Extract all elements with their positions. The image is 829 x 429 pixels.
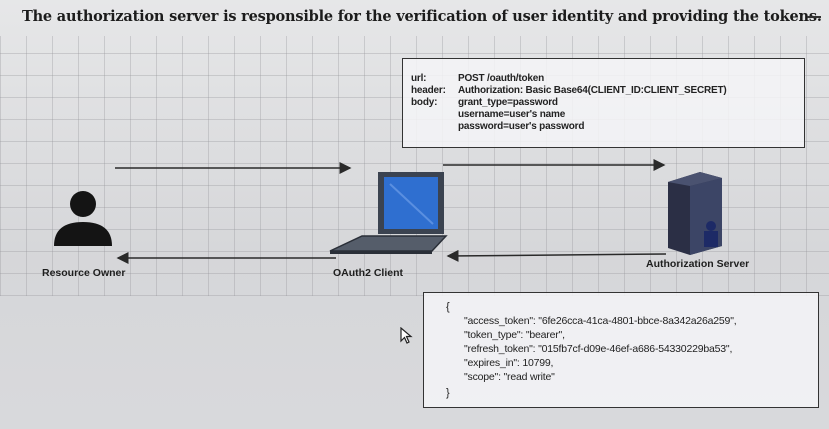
person-icon [54,191,112,246]
request-url-value: POST /oauth/token [458,73,545,84]
response-line: "expires_in": 10799, [464,357,554,369]
label-resource-owner: Resource Owner [42,267,126,279]
request-body-line: grant_type=password [458,97,558,108]
server-icon [668,172,722,255]
arrow-server-to-client [446,249,667,262]
request-body-line: password=user's password [458,121,585,132]
request-header-key: header: [411,85,446,96]
dash-mark [807,16,821,18]
label-oauth2-client: OAuth2 Client [333,267,403,279]
response-line: "refresh_token": "015fb7cf-d09e-46ef-a68… [464,343,733,355]
request-body-key: body: [411,97,438,108]
mouse-cursor-icon [400,327,413,344]
label-authorization-server: Authorization Server [646,258,750,270]
response-line: "access_token": "6fe26cca-41ca-4801-bbce… [464,315,737,327]
request-url-key: url: [411,73,427,84]
response-open-brace: { [446,301,450,313]
response-line: "scope": "read write" [464,371,555,383]
laptop-icon [329,172,448,254]
request-header-value: Authorization: Basic Base64(CLIENT_ID:CL… [458,85,727,96]
request-box: url: POST /oauth/token header: Authoriza… [402,58,805,148]
response-close-brace: } [446,387,450,399]
page-title: The authorization server is responsible … [22,8,822,25]
response-line: "token_type": "bearer", [464,329,565,341]
response-box: { "access_token": "6fe26cca-41ca-4801-bb… [423,292,819,408]
request-body-line: username=user's name [458,109,566,120]
